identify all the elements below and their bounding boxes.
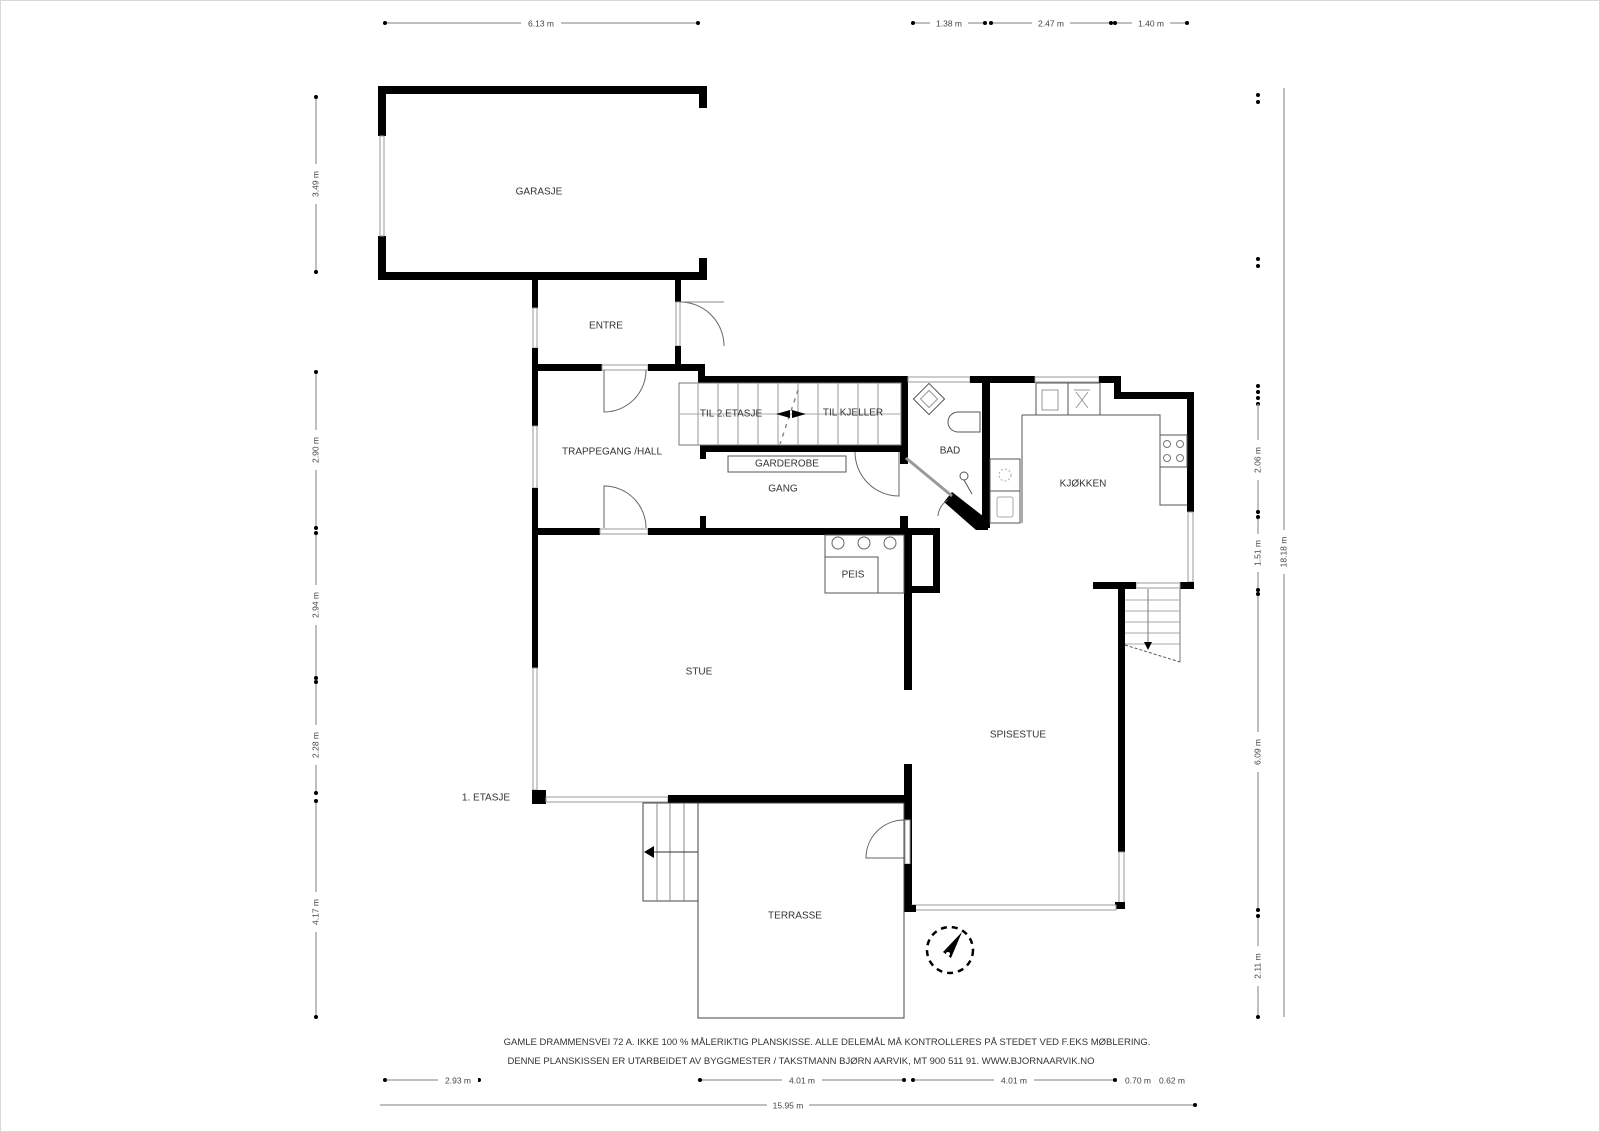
dim-bottom-total: 15.95 m: [773, 1100, 804, 1110]
dim-top-3: 2.47 m: [1038, 18, 1064, 28]
dim-bottom-1: 2.93 m: [445, 1075, 471, 1085]
dim-top-1: 6.13 m: [528, 18, 554, 28]
fridge-icon: [996, 496, 1014, 518]
garderobe-cabinet: [727, 455, 847, 473]
dimension-bottom: 2.93 m 4.01 m 4.01 m 0.70 m 0.62 m 15.95…: [380, 1074, 1197, 1111]
room-label-stue: STUE: [686, 667, 713, 678]
room-label-garasje: GARASJE: [516, 187, 563, 198]
room-label-peis: PEIS: [842, 570, 865, 581]
floor-label: 1. ETASJE: [462, 793, 510, 804]
washer-icon: [998, 468, 1012, 482]
terrace-outline: [697, 802, 905, 1019]
stove-burner-icon: [1163, 440, 1171, 448]
dim-top-4: 1.40 m: [1138, 18, 1164, 28]
fireplace: [824, 534, 905, 594]
dim-right-4: 2.11 m: [1252, 953, 1262, 978]
shower-head-icon: [959, 471, 969, 481]
sink-icon: [1041, 389, 1059, 411]
room-label-til-kjeller: TIL KJELLER: [823, 408, 883, 419]
dim-right-2: 1.51 m: [1252, 540, 1262, 566]
dim-left-5: 4.17 m: [310, 899, 320, 925]
room-label-trappegang: TRAPPEGANG /HALL: [562, 447, 662, 458]
staircase-kitchen: [1124, 589, 1181, 663]
staircase-main: [678, 382, 902, 446]
dim-bottom-5: 0.62 m: [1159, 1075, 1185, 1085]
dim-bottom-4: 0.70 m: [1125, 1075, 1151, 1085]
room-labels: GARASJE ENTRE TRAPPEGANG /HALL TIL 2.ETA…: [462, 187, 1106, 922]
room-label-kjokken: KJØKKEN: [1060, 479, 1107, 490]
footer-line-1: GAMLE DRAMMENSVEI 72 A. IKKE 100 % MÅLER…: [504, 1037, 1151, 1048]
dim-left-4: 2.28 m: [310, 732, 320, 758]
dim-right-3: 6.09 m: [1252, 739, 1262, 765]
dim-right-1: 2.06 m: [1252, 447, 1262, 473]
room-label-entre: ENTRE: [589, 321, 623, 332]
compass-north-arrow-icon: [925, 925, 975, 975]
footer-note: GAMLE DRAMMENSVEI 72 A. IKKE 100 % MÅLER…: [504, 1037, 1151, 1067]
dim-left-3: 2.94 m: [310, 592, 320, 618]
room-label-spisestue: SPISESTUE: [990, 730, 1046, 741]
dim-right-total: 18.18 m: [1278, 537, 1288, 568]
bathroom-fixtures: [912, 382, 981, 495]
dimension-right: 2.06 m 1.51 m 6.09 m 2.11 m 18.18 m: [1252, 88, 1290, 1019]
dimension-left: 3.49 m 2.90 m 2.94 m 2.28 m 4.17 m: [310, 95, 322, 1019]
dim-bottom-3: 4.01 m: [1001, 1075, 1027, 1085]
dimension-top: 6.13 m 1.38 m 2.47 m 1.40 m: [383, 17, 1189, 29]
dim-top-2: 1.38 m: [936, 18, 962, 28]
dim-bottom-2: 4.01 m: [789, 1075, 815, 1085]
room-label-til-2-etasje: TIL 2.ETASJE: [700, 409, 763, 420]
walls: [378, 86, 1194, 912]
dim-left-1: 3.49 m: [310, 171, 320, 197]
kitchen-fixtures: [989, 382, 1188, 524]
room-label-garderobe: GARDEROBE: [755, 459, 819, 470]
staircase-terrace: [642, 802, 699, 902]
room-label-gang: GANG: [768, 484, 798, 495]
room-label-terrasse: TERRASSE: [768, 911, 822, 922]
room-label-bad: BAD: [940, 446, 961, 457]
footer-line-2: DENNE PLANSKISSEN ER UTARBEIDET AV BYGGM…: [507, 1056, 1094, 1067]
dim-left-2: 2.90 m: [310, 437, 320, 463]
dishwasher-icon: [1074, 389, 1090, 409]
